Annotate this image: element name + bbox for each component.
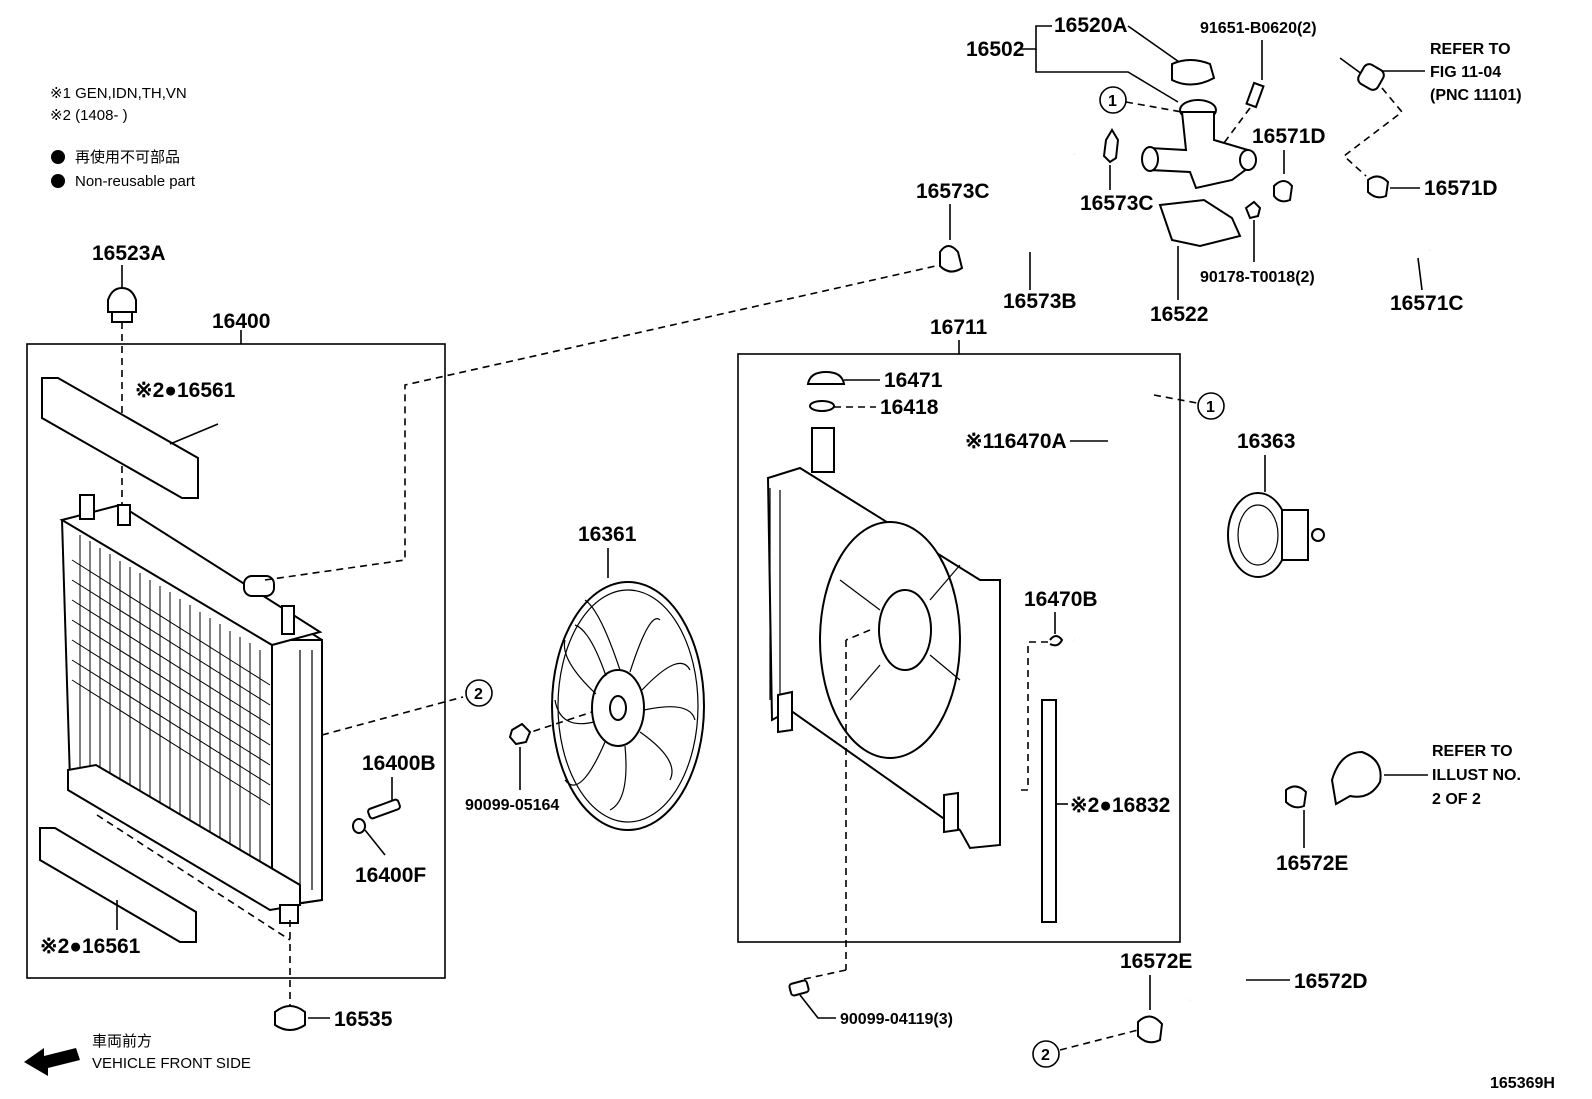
part-label-16520A[interactable]: 16520A xyxy=(1054,14,1128,37)
front-label-en: VEHICLE FRONT SIDE xyxy=(92,1055,251,1072)
fan-nut-icon xyxy=(508,722,532,746)
fan-motor-icon xyxy=(1227,492,1325,578)
note-2: ※2 (1408- ) xyxy=(50,107,128,124)
ref2-line3: 2 OF 2 xyxy=(1432,791,1481,808)
o-ring-icon xyxy=(352,818,366,834)
radiator-seal-top-icon xyxy=(41,377,199,499)
part-label-16832[interactable]: ※2●16832 xyxy=(1070,794,1170,817)
part-label-16711[interactable]: 16711 xyxy=(930,316,988,339)
part-label-16572D[interactable]: 16572D xyxy=(1294,970,1368,993)
hose-clamp-icon xyxy=(1273,180,1294,203)
illustration-number: 165369H xyxy=(1490,1075,1555,1092)
ref-circle-2 xyxy=(465,679,493,707)
water-inlet-housing-icon xyxy=(1330,750,1382,806)
ref-circle-2-bottom-label: 2 xyxy=(1041,1047,1050,1064)
ref-circle-2-label: 2 xyxy=(474,686,483,703)
part-label-16400F[interactable]: 16400F xyxy=(355,864,426,887)
part-label-90178[interactable]: 90178-T0018(2) xyxy=(1200,269,1315,286)
ref1-line1: REFER TO xyxy=(1430,41,1511,58)
radiator-filler-neck-icon xyxy=(1141,99,1257,190)
filler-neck-bracket-icon xyxy=(1158,198,1242,248)
part-label-16561-top[interactable]: ※2●16561 xyxy=(135,379,236,402)
part-label-91651[interactable]: 91651-B0620(2) xyxy=(1200,20,1317,37)
part-label-16400[interactable]: 16400 xyxy=(212,310,270,333)
part-label-16361[interactable]: 16361 xyxy=(578,523,637,546)
part-label-16573C-left[interactable]: 16573C xyxy=(916,180,990,203)
radiator-support-cushion-icon xyxy=(274,1005,306,1031)
hose-clamp-icon xyxy=(1102,128,1120,164)
ref-circle-1-label: 1 xyxy=(1206,399,1215,416)
ref-circle-1-top xyxy=(1099,86,1127,114)
drain-cock-plug-icon xyxy=(367,798,401,820)
part-label-16418[interactable]: 16418 xyxy=(880,396,939,419)
part-label-16535[interactable]: 16535 xyxy=(334,1008,393,1031)
ref1-line3: (PNC 11101) xyxy=(1430,87,1522,104)
hose-clamp-icon xyxy=(939,245,964,273)
ref2-line2: ILLUST NO. xyxy=(1432,767,1521,784)
hose-clamp-icon xyxy=(1367,175,1390,199)
part-label-16572E-left[interactable]: 16572E xyxy=(1120,950,1192,973)
notes-block: ※1 GEN,IDN,TH,VN ※2 (1408- ) 再使用不可部品 Non… xyxy=(50,85,196,190)
part-label-16571D-right[interactable]: 16571D xyxy=(1424,177,1498,200)
part-label-90099-04119[interactable]: 90099-04119(3) xyxy=(840,1011,953,1028)
radiator-assembly-box xyxy=(26,343,446,979)
ref1-line2: FIG 11-04 xyxy=(1430,64,1501,81)
bolt-icon xyxy=(1244,200,1262,220)
part-label-16571D-left[interactable]: 16571D xyxy=(1252,125,1326,148)
part-label-16572E-right[interactable]: 16572E xyxy=(1276,852,1348,875)
hose-clamp-icon xyxy=(1285,785,1308,809)
non-reusable-bullet-icon xyxy=(51,174,65,188)
part-label-16571C[interactable]: 16571C xyxy=(1390,292,1464,315)
note-nonreusable-jp: 再使用不可部品 xyxy=(75,149,180,166)
part-label-90099-05164[interactable]: 90099-05164 xyxy=(465,797,559,814)
cooling-fan-icon xyxy=(551,581,705,831)
shroud-bolt-icon xyxy=(788,979,810,997)
hose-end-icon xyxy=(1357,63,1385,91)
hose-clip-icon xyxy=(1049,635,1064,647)
ref2-line1: REFER TO xyxy=(1432,743,1513,760)
bolt-icon xyxy=(1245,81,1265,109)
front-label-jp: 車両前方 xyxy=(92,1033,152,1050)
part-label-16502[interactable]: 16502 xyxy=(966,38,1024,61)
note-nonreusable-en: Non-reusable part xyxy=(75,173,196,190)
radiator-seal-bottom-icon xyxy=(39,827,197,943)
part-label-16561-bottom[interactable]: ※2●16561 xyxy=(40,935,141,958)
note-1: ※1 GEN,IDN,TH,VN xyxy=(50,85,187,102)
ref-circle-1-top-label: 1 xyxy=(1108,93,1117,110)
part-label-16573C-right[interactable]: 16573C xyxy=(1080,192,1154,215)
reservoir-cap-icon xyxy=(806,370,846,385)
radiator-cap-icon xyxy=(1171,59,1216,86)
part-label-16470B[interactable]: 16470B xyxy=(1024,588,1098,611)
radiator-core-icon xyxy=(59,494,323,924)
part-label-16573B[interactable]: 16573B xyxy=(1003,290,1077,313)
part-label-16471[interactable]: 16471 xyxy=(884,369,943,392)
ref-circle-2-bottom xyxy=(1032,1040,1060,1068)
non-reusable-bullet-icon xyxy=(51,150,65,164)
front-arrow-icon xyxy=(24,1048,80,1076)
part-label-16522[interactable]: 16522 xyxy=(1150,303,1208,326)
part-label-16363[interactable]: 16363 xyxy=(1237,430,1295,453)
reservoir-gasket-icon xyxy=(809,400,835,412)
part-label-16400B[interactable]: 16400B xyxy=(362,752,436,775)
hose-clamp-icon xyxy=(1137,1015,1164,1044)
ref-circle-1-right xyxy=(1197,392,1225,420)
part-label-16523A[interactable]: 16523A xyxy=(92,242,166,265)
fan-shroud-icon xyxy=(766,427,1001,850)
shroud-seal-icon xyxy=(1041,699,1057,923)
drain-plug-cap-icon xyxy=(107,286,137,313)
part-label-16470A[interactable]: ※116470A xyxy=(965,430,1067,453)
